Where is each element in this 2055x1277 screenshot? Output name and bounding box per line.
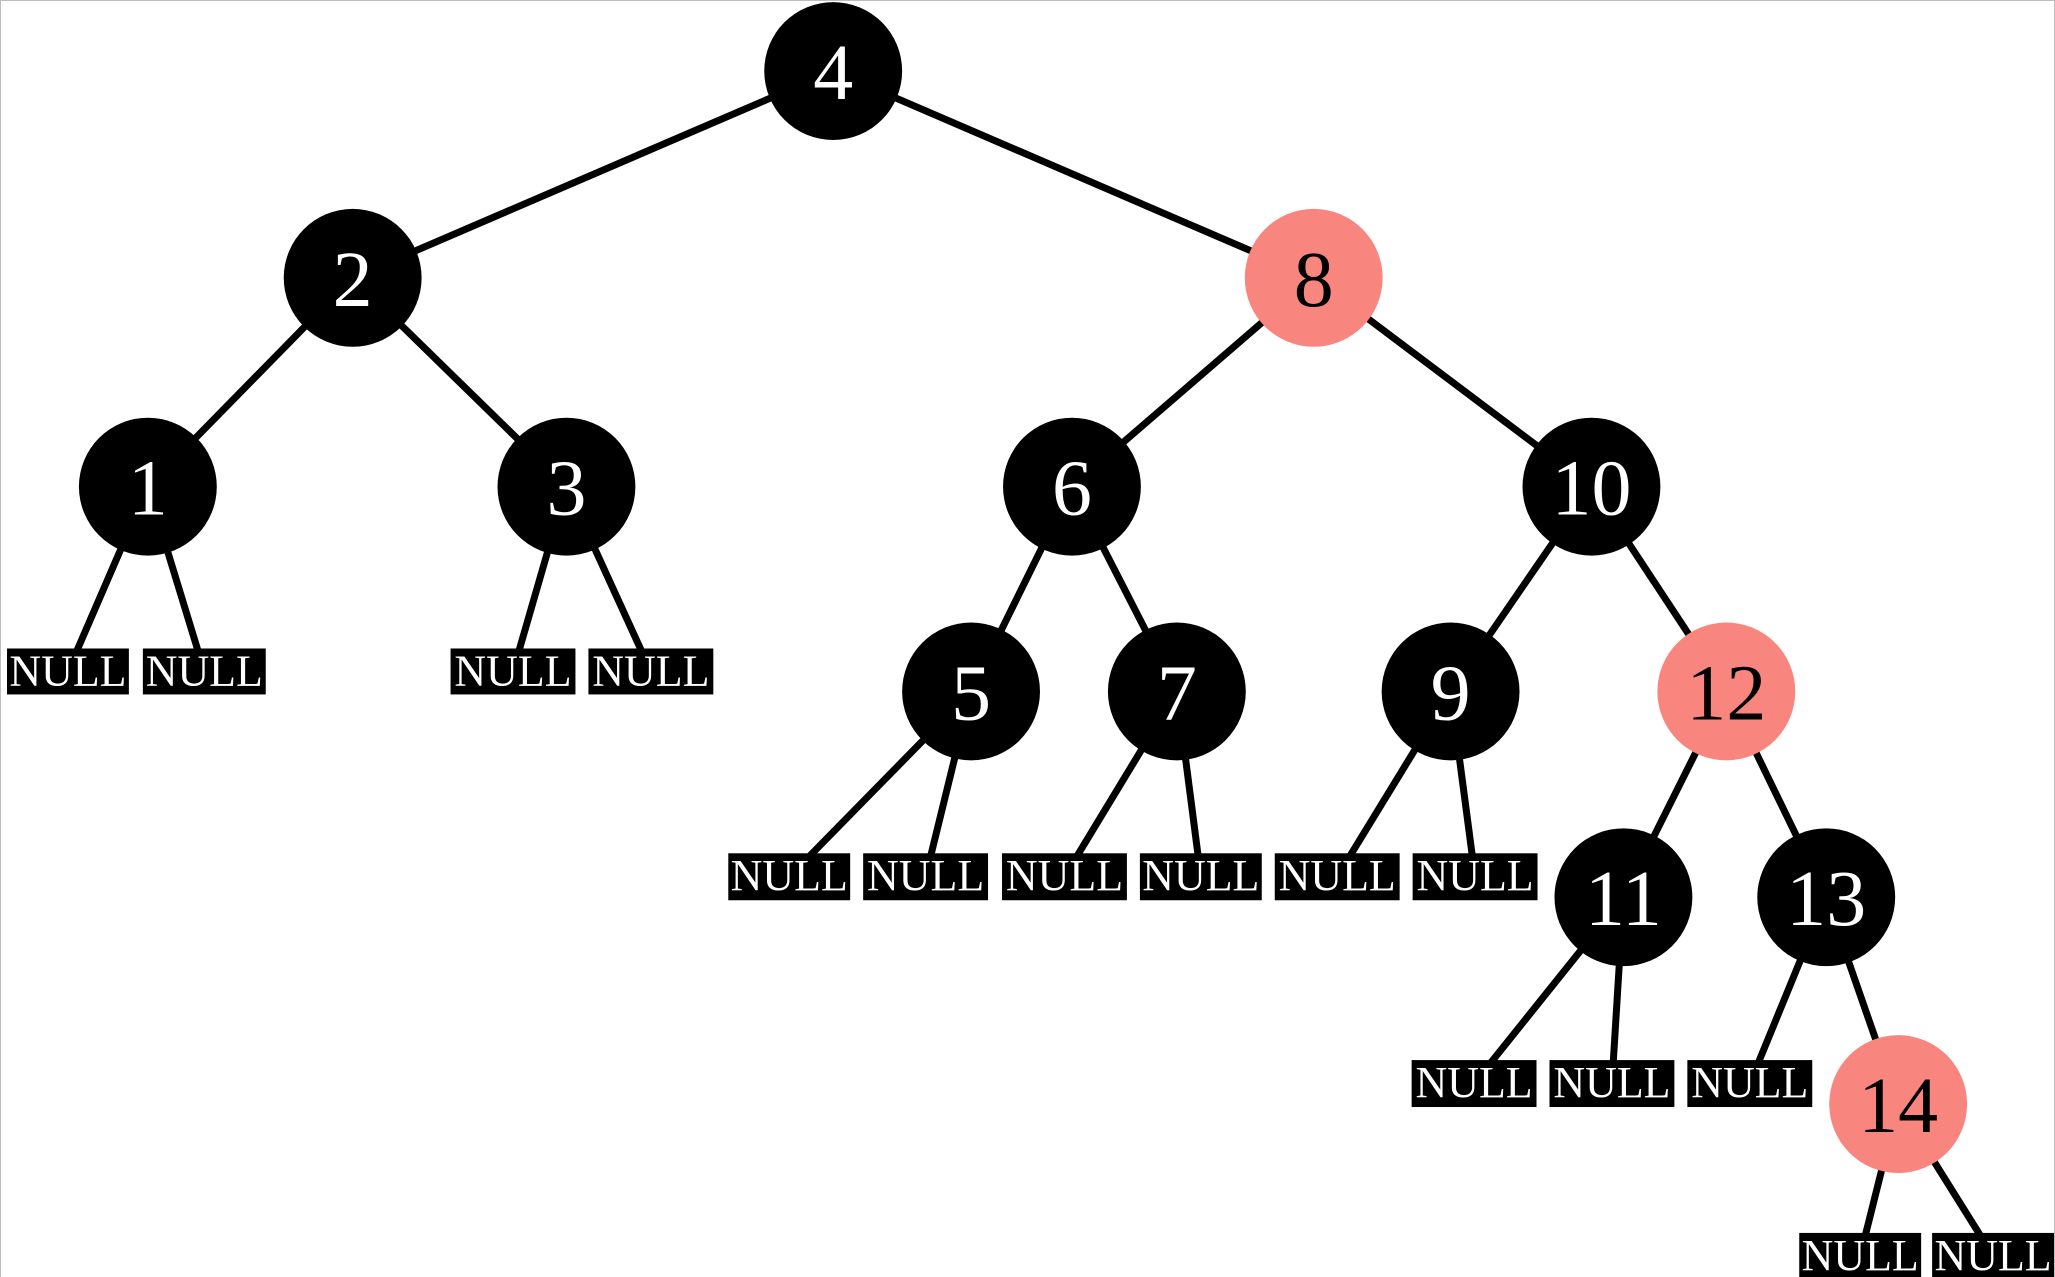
- null-box-label-D2: NULL: [1934, 1231, 2051, 1277]
- tree-node-6: [1003, 417, 1141, 556]
- tree-node-label-6: 6: [1052, 445, 1092, 533]
- tree-node-label-3: 3: [546, 445, 586, 533]
- null-box-A3: [450, 648, 576, 695]
- null-box-label-A3: NULL: [454, 646, 571, 695]
- null-box-label-B5: NULL: [1279, 851, 1396, 900]
- tree-node-11: [1554, 828, 1693, 967]
- null-box-label-A1: NULL: [9, 646, 126, 695]
- tree-node-label-5: 5: [951, 649, 991, 737]
- tree-node-label-9: 9: [1431, 649, 1471, 737]
- tree-node-label-13: 13: [1786, 855, 1866, 943]
- null-box-label-A4: NULL: [592, 646, 709, 695]
- null-box-label-B1: NULL: [731, 851, 848, 900]
- null-box-B2: [863, 853, 989, 901]
- null-box-C1: [1411, 1060, 1537, 1108]
- null-box-B6: [1412, 853, 1538, 901]
- tree-node-label-8: 8: [1294, 236, 1334, 324]
- tree-node-10: [1522, 417, 1661, 556]
- tree-node-label-12: 12: [1686, 649, 1766, 737]
- tree-node-3: [497, 417, 636, 556]
- null-box-A4: [588, 648, 714, 695]
- tree-node-label-14: 14: [1858, 1062, 1938, 1150]
- null-box-label-B3: NULL: [1006, 851, 1123, 900]
- tree-edge-4-2: [351, 67, 835, 282]
- null-box-label-C3: NULL: [1691, 1058, 1808, 1107]
- null-box-C3: [1687, 1060, 1813, 1108]
- null-box-C2: [1549, 1060, 1675, 1108]
- null-box-B3: [1002, 853, 1127, 901]
- null-box-A2: [142, 648, 266, 695]
- tree-node-label-7: 7: [1157, 649, 1197, 737]
- tree-node-1: [78, 417, 217, 556]
- null-box-B1: [728, 853, 851, 901]
- tree-node-12: [1657, 622, 1796, 761]
- null-box-B5: [1274, 853, 1400, 901]
- tree-node-5: [902, 622, 1040, 761]
- null-box-label-B6: NULL: [1416, 851, 1533, 900]
- null-box-label-C2: NULL: [1553, 1058, 1670, 1107]
- tree-node-13: [1757, 828, 1896, 967]
- tree-node-4: [764, 2, 903, 140]
- null-box-label-A2: NULL: [146, 646, 263, 695]
- tree-node-label-10: 10: [1551, 445, 1631, 533]
- tree-node-label-11: 11: [1585, 855, 1662, 943]
- null-box-label-D1: NULL: [1802, 1231, 1919, 1277]
- tree-node-8: [1244, 208, 1383, 347]
- null-box-label-B4: NULL: [1142, 851, 1259, 900]
- null-box-D2: [1932, 1232, 2054, 1277]
- tree-node-label-4: 4: [813, 29, 853, 117]
- null-box-A1: [6, 648, 129, 695]
- null-box-B4: [1139, 853, 1262, 901]
- tree-node-14: [1829, 1035, 1968, 1173]
- tree-node-label-1: 1: [128, 445, 168, 533]
- tree-node-9: [1381, 622, 1520, 761]
- tree-node-label-2: 2: [333, 236, 373, 324]
- tree-edge-4-8: [831, 67, 1316, 282]
- tree-node-7: [1107, 622, 1246, 761]
- tree-node-2: [283, 208, 422, 347]
- null-box-label-C1: NULL: [1415, 1058, 1532, 1107]
- null-boxes-layer: NULL NULL NULL NULL NULL NULL NULL NULL NULL NULL…: [6, 646, 2054, 1277]
- null-box-D1: [1799, 1232, 1922, 1277]
- null-box-label-B2: NULL: [867, 851, 984, 900]
